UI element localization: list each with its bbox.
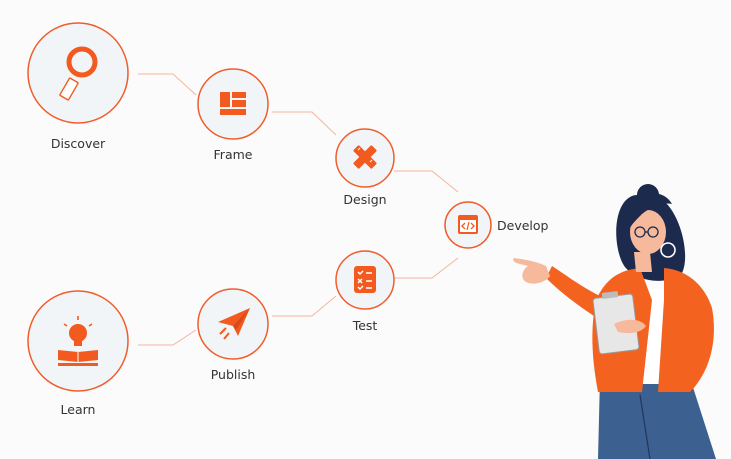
- connector-design-develop: [394, 170, 459, 193]
- step-test: [335, 250, 395, 310]
- connector-publish-learn: [138, 329, 197, 346]
- layout-grid-icon: [220, 92, 246, 115]
- step-label-learn: Learn: [60, 402, 96, 417]
- paper-plane-icon: [218, 308, 250, 340]
- step-develop: [444, 201, 492, 249]
- pencil-ruler-icon: [353, 145, 377, 169]
- step-label-design: Design: [343, 192, 387, 207]
- step-design: [335, 128, 395, 188]
- code-window-icon: [458, 215, 478, 234]
- step-label-discover: Discover: [50, 136, 106, 151]
- step-publish: [197, 288, 269, 360]
- connectors: [138, 73, 459, 346]
- woman-with-clipboard-pointing: [513, 184, 716, 459]
- connector-frame-design: [272, 111, 337, 136]
- magnifier-icon: [59, 46, 98, 101]
- step-label-develop: Develop: [497, 218, 549, 233]
- connector-develop-test: [394, 257, 459, 279]
- step-label-frame: Frame: [213, 147, 253, 162]
- step-frame: [197, 68, 269, 140]
- step-label-publish: Publish: [210, 367, 256, 382]
- step-discover: [27, 22, 129, 124]
- checklist-icon: [354, 266, 376, 293]
- connector-discover-frame: [138, 73, 197, 96]
- lightbulb-book-icon: [58, 316, 98, 366]
- connector-test-publish: [272, 295, 337, 317]
- step-learn: [27, 290, 129, 392]
- step-label-test: Test: [352, 318, 378, 333]
